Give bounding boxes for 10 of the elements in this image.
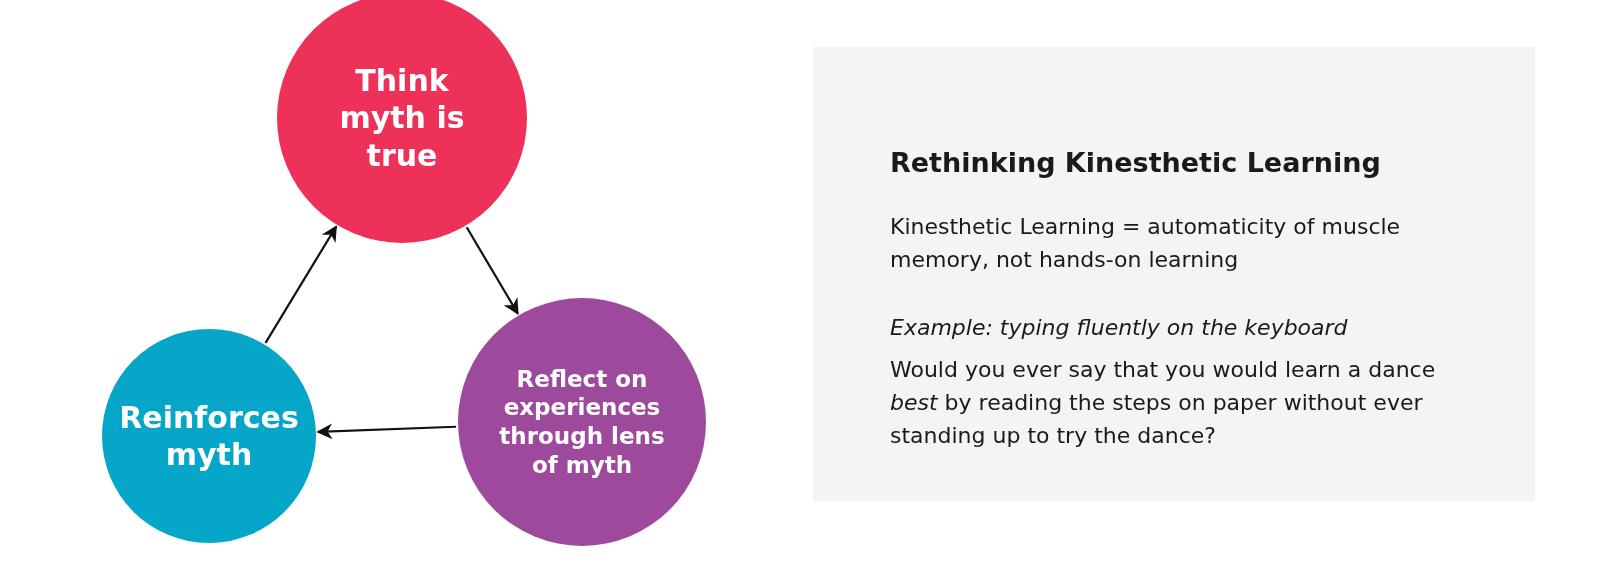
definition-text: Kinesthetic Learning = automaticity of muscle memory, not hands-on learning bbox=[890, 213, 1402, 274]
question-text: Would you ever say that you would learn a dance best by reading the steps on paper without ever standing up to try the dance? bbox=[890, 356, 1437, 450]
circle-label: Think myth is true bbox=[338, 61, 466, 175]
example-text: Example: typing fluently on the keyboard bbox=[890, 314, 1349, 342]
circle-label: Reinforces myth bbox=[118, 398, 300, 474]
arrow bbox=[465, 226, 519, 315]
arrow bbox=[264, 225, 338, 344]
panel-title: Rethinking Kinesthetic Learning bbox=[890, 146, 1382, 180]
circle-label: Reflect on experiences through lens of myth bbox=[498, 364, 666, 480]
arrow bbox=[316, 423, 457, 440]
